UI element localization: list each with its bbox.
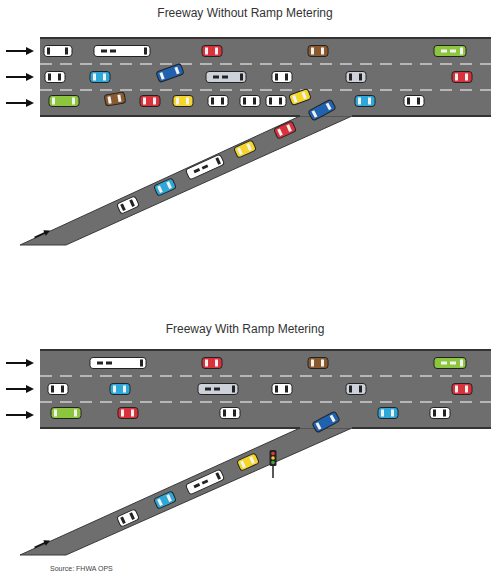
vehicle: [185, 469, 224, 495]
vehicle: [452, 72, 472, 83]
ramp-arrow: [33, 538, 51, 551]
vehicle: [378, 408, 398, 419]
vehicle: [48, 384, 68, 395]
mainline: [40, 38, 491, 116]
lane-arrow: [6, 50, 28, 52]
vehicle: [308, 358, 328, 369]
freeway: [6, 38, 491, 245]
vehicle: [434, 358, 466, 369]
vehicle: [118, 408, 138, 419]
vehicle: [117, 509, 140, 527]
vehicle: [234, 140, 257, 158]
vehicle: [312, 411, 340, 433]
vehicle: [110, 384, 130, 395]
vehicle: [452, 384, 472, 395]
lane-arrow: [26, 99, 34, 107]
on-ramp: [20, 116, 352, 245]
road-edge: [352, 427, 491, 429]
vehicle: [289, 88, 312, 105]
vehicle: [272, 72, 292, 83]
on-ramp: [20, 428, 352, 555]
vehicle: [94, 46, 150, 57]
vehicle: [140, 96, 160, 107]
vehicle: [185, 154, 224, 180]
vehicle: [240, 96, 260, 107]
road-edge: [40, 115, 300, 117]
vehicle: [202, 46, 222, 57]
vehicle: [208, 96, 228, 107]
vehicle: [220, 408, 240, 419]
lane-arrow: [26, 47, 34, 55]
vehicle: [45, 72, 65, 83]
lane-arrow: [6, 414, 28, 416]
ramp-arrow: [33, 228, 51, 241]
road-edge: [40, 427, 300, 429]
vehicle: [430, 408, 450, 419]
vehicle: [49, 96, 79, 107]
vehicle: [206, 72, 246, 83]
lane-arrow: [26, 359, 34, 367]
vehicle: [90, 358, 146, 369]
vehicle: [274, 121, 297, 139]
road-edge: [40, 349, 491, 351]
vehicle: [272, 384, 292, 395]
vehicle: [104, 92, 126, 106]
vehicle: [90, 72, 110, 83]
vehicle: [154, 178, 177, 196]
vehicle: [308, 99, 336, 121]
vehicle: [202, 358, 222, 369]
lane-arrow: [6, 102, 28, 104]
lane-arrow: [6, 76, 28, 78]
panel-heading: Freeway With Ramp Metering: [166, 322, 325, 336]
vehicle: [355, 96, 375, 107]
panel-heading: Freeway Without Ramp Metering: [157, 6, 332, 20]
vehicle: [266, 96, 286, 107]
vehicle: [346, 72, 366, 83]
lane-arrow: [26, 385, 34, 393]
vehicle: [44, 46, 72, 57]
vehicle: [117, 196, 140, 214]
ramp-meter-signal: [270, 450, 277, 478]
lane-dash: [40, 89, 491, 90]
vehicle: [154, 491, 177, 509]
lane-arrow: [26, 411, 34, 419]
vehicle: [346, 384, 366, 395]
source-caption: Source: FHWA OPS: [50, 565, 113, 572]
freeway: [6, 350, 491, 555]
vehicle: [198, 384, 238, 395]
vehicle: [156, 63, 184, 82]
vehicle: [237, 453, 260, 471]
road-edge: [40, 37, 491, 39]
lane-dash: [40, 375, 491, 376]
vehicle: [51, 408, 81, 419]
mainline: [40, 350, 491, 428]
lane-arrow: [6, 388, 28, 390]
lane-arrow: [26, 73, 34, 81]
road-edge: [352, 115, 491, 117]
vehicle: [404, 96, 424, 107]
vehicle: [308, 46, 328, 57]
vehicle: [434, 46, 466, 57]
lane-dash: [40, 63, 491, 64]
lane-dash: [40, 401, 491, 402]
lane-arrow: [6, 362, 28, 364]
vehicle: [173, 96, 193, 107]
